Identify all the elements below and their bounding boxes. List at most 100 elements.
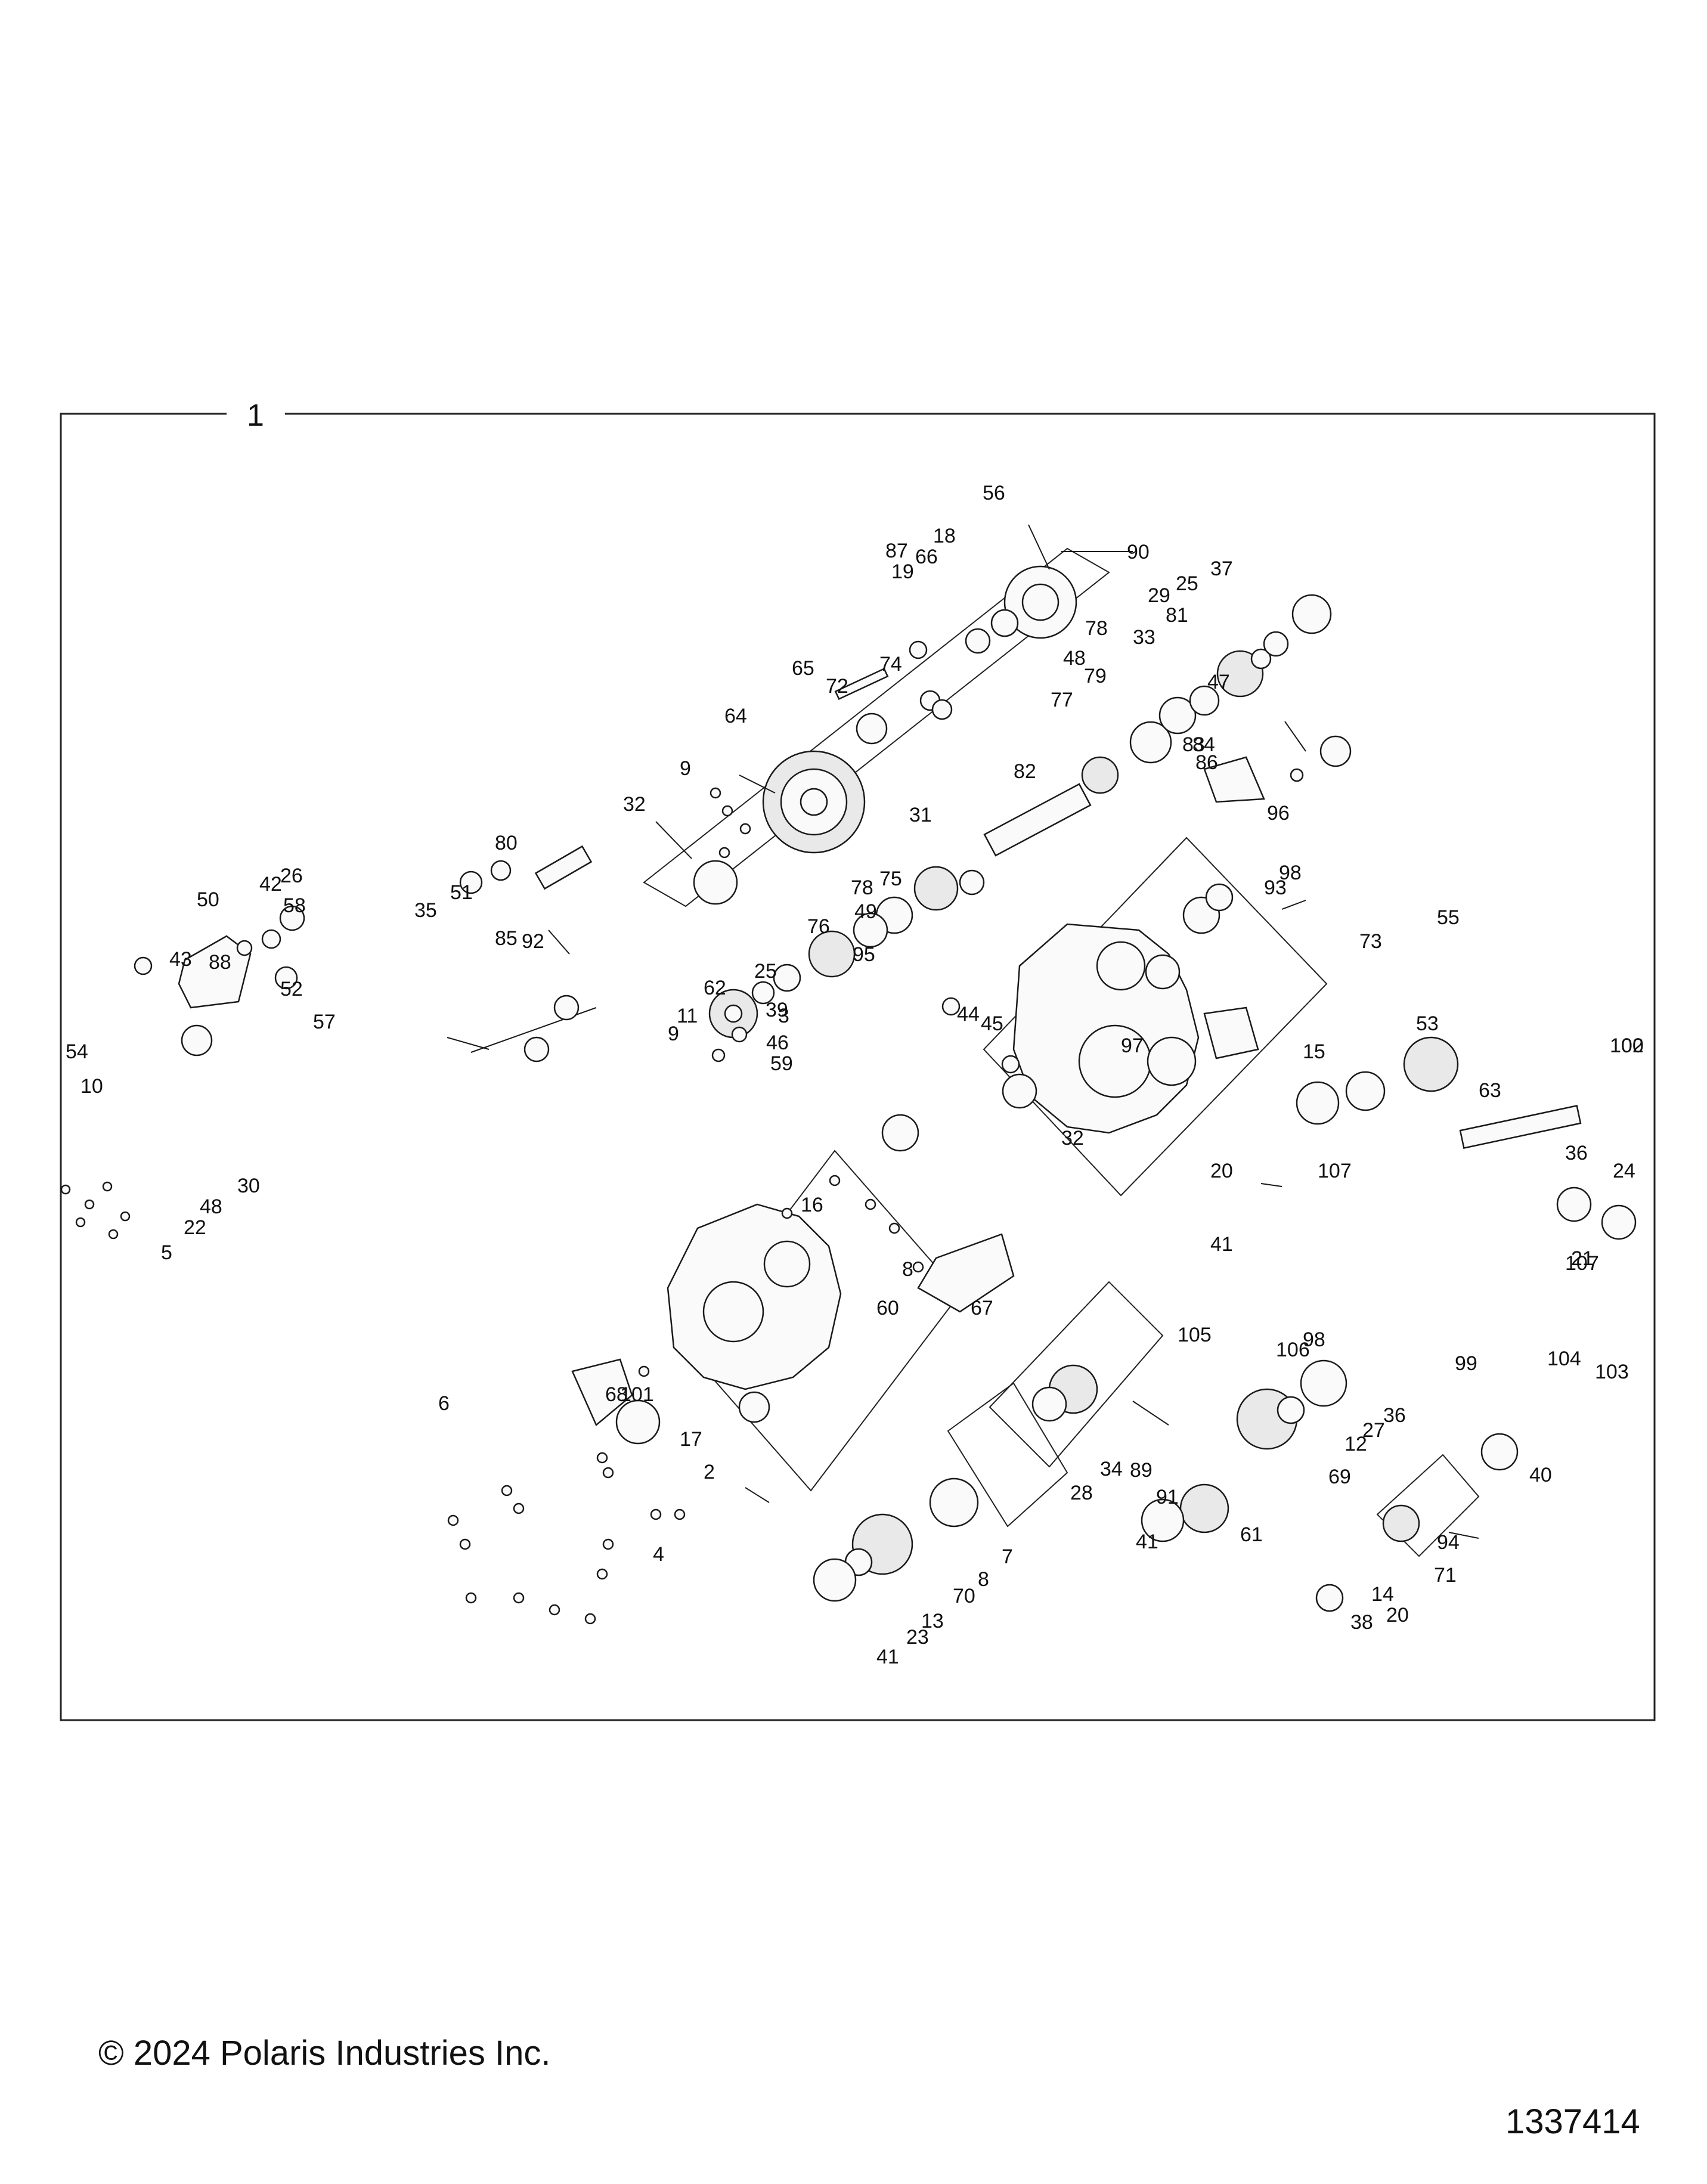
callout-label: 9 xyxy=(668,1023,679,1045)
callout-label: 88 xyxy=(209,951,231,974)
upper-housing xyxy=(1001,883,1234,1134)
fasteners xyxy=(60,787,924,1625)
callout-label: 32 xyxy=(623,793,646,816)
output-shaft-assembly xyxy=(983,594,1352,857)
callout-label: 78 xyxy=(1085,617,1108,640)
callout-label: 101 xyxy=(620,1383,654,1406)
callout-label: 60 xyxy=(876,1297,899,1319)
callout-label: 9 xyxy=(680,757,691,780)
callout-label: 18 xyxy=(933,525,956,547)
callout-label: 102 xyxy=(1610,1034,1644,1057)
callout-label: 54 xyxy=(66,1040,88,1063)
callout-label: 23 xyxy=(906,1626,929,1649)
callout-label: 92 xyxy=(522,930,544,953)
callout-label: 42 xyxy=(259,873,282,896)
callout-label: 98 xyxy=(1303,1328,1325,1351)
callout-label: 85 xyxy=(495,927,518,950)
callout-label: 49 xyxy=(854,900,877,923)
callout-label: 30 xyxy=(237,1175,260,1197)
assembly-frame xyxy=(60,413,1656,1721)
callout-label: 56 xyxy=(983,482,1005,504)
callout-label: 37 xyxy=(1210,557,1233,580)
callout-label: 26 xyxy=(280,865,303,887)
callout-labels: 2 3 4 5 6 7 8 8 9 9 10 11 12 13 14 15 16… xyxy=(66,482,1644,1668)
callout-label: 78 xyxy=(851,876,873,899)
callout-label: 90 xyxy=(1127,541,1150,563)
callout-label: 32 xyxy=(1061,1127,1084,1150)
callout-label: 73 xyxy=(1359,930,1382,953)
callout-label: 69 xyxy=(1328,1466,1351,1488)
leader-lines xyxy=(447,524,1479,1539)
callout-label: 39 xyxy=(766,999,788,1021)
callout-label: 50 xyxy=(197,888,219,911)
callout-label: 6 xyxy=(438,1392,450,1415)
callout-label: 36 xyxy=(1383,1404,1406,1427)
callout-label: 97 xyxy=(1121,1034,1144,1057)
callout-label: 104 xyxy=(1547,1347,1581,1370)
callout-label: 72 xyxy=(826,675,848,698)
shift-assembly xyxy=(134,845,1259,1427)
callout-label: 33 xyxy=(1133,626,1155,649)
callout-label: 5 xyxy=(161,1241,172,1264)
callout-label: 59 xyxy=(770,1052,793,1075)
callout-label: 55 xyxy=(1437,906,1460,929)
callout-label: 80 xyxy=(495,832,518,854)
callout-label: 8 xyxy=(902,1258,913,1281)
callout-label: 12 xyxy=(1344,1433,1367,1455)
callout-label: 7 xyxy=(1002,1545,1013,1568)
callout-label: 74 xyxy=(879,653,902,676)
assembly-number: 1 xyxy=(247,398,264,433)
drawing-number: 1337414 xyxy=(1505,2102,1640,2141)
differential-assembly xyxy=(693,565,1077,905)
callout-label: 105 xyxy=(1178,1324,1212,1346)
callout-label: 3 xyxy=(778,1005,789,1027)
callout-label: 70 xyxy=(953,1585,975,1607)
callout-label: 53 xyxy=(1416,1012,1439,1035)
callout-label: 107 xyxy=(1318,1160,1352,1182)
callout-label: 41 xyxy=(876,1646,899,1668)
callout-label: 46 xyxy=(766,1031,789,1054)
callout-label: 14 xyxy=(1371,1583,1394,1606)
callout-label: 71 xyxy=(1434,1564,1457,1587)
callout-label: 44 xyxy=(957,1003,980,1026)
callout-label: 22 xyxy=(184,1216,206,1239)
callout-label: 94 xyxy=(1437,1531,1460,1554)
callout-label: 45 xyxy=(981,1012,1003,1035)
callout-label: 20 xyxy=(1386,1604,1409,1627)
lower-housing xyxy=(615,1203,842,1445)
secondary-gear-train xyxy=(708,866,985,1062)
callout-label: 81 xyxy=(1166,604,1188,627)
callout-label: 41 xyxy=(1136,1531,1158,1553)
callout-label: 89 xyxy=(1130,1459,1153,1482)
callout-label: 106 xyxy=(1276,1339,1310,1361)
callout-label: 51 xyxy=(450,881,473,904)
callout-label: 8 xyxy=(978,1568,989,1591)
copyright-notice: © 2024 Polaris Industries Inc. xyxy=(98,2034,551,2073)
callout-label: 2 xyxy=(704,1461,715,1483)
callout-label: 48 xyxy=(1063,647,1086,670)
callout-label: 25 xyxy=(1176,572,1198,595)
callout-label: 82 xyxy=(1014,760,1036,783)
callout-label: 28 xyxy=(1070,1482,1093,1504)
callout-label: 27 xyxy=(1362,1419,1385,1442)
callout-label: 13 xyxy=(921,1610,944,1632)
callout-label: 76 xyxy=(807,915,830,938)
callout-label: 43 xyxy=(169,948,192,971)
callout-label: 21 xyxy=(1571,1247,1594,1270)
callout-label: 62 xyxy=(704,977,726,999)
callout-label: 17 xyxy=(680,1428,702,1451)
callout-label: 64 xyxy=(724,705,747,727)
callout-label: 35 xyxy=(414,899,437,922)
callout-label: 68 xyxy=(605,1383,628,1406)
callout-label: 83 xyxy=(1182,733,1205,756)
callout-label: 29 xyxy=(1148,584,1170,607)
callout-label: 38 xyxy=(1350,1611,1373,1634)
callout-label: 47 xyxy=(1207,671,1230,693)
callout-label: 16 xyxy=(801,1194,823,1216)
right-shaft-assemblies xyxy=(813,1036,1637,1612)
callout-label: 66 xyxy=(915,546,938,568)
callout-label: 58 xyxy=(283,894,306,917)
callout-label: 96 xyxy=(1267,802,1290,825)
callout-label: 87 xyxy=(885,540,908,562)
